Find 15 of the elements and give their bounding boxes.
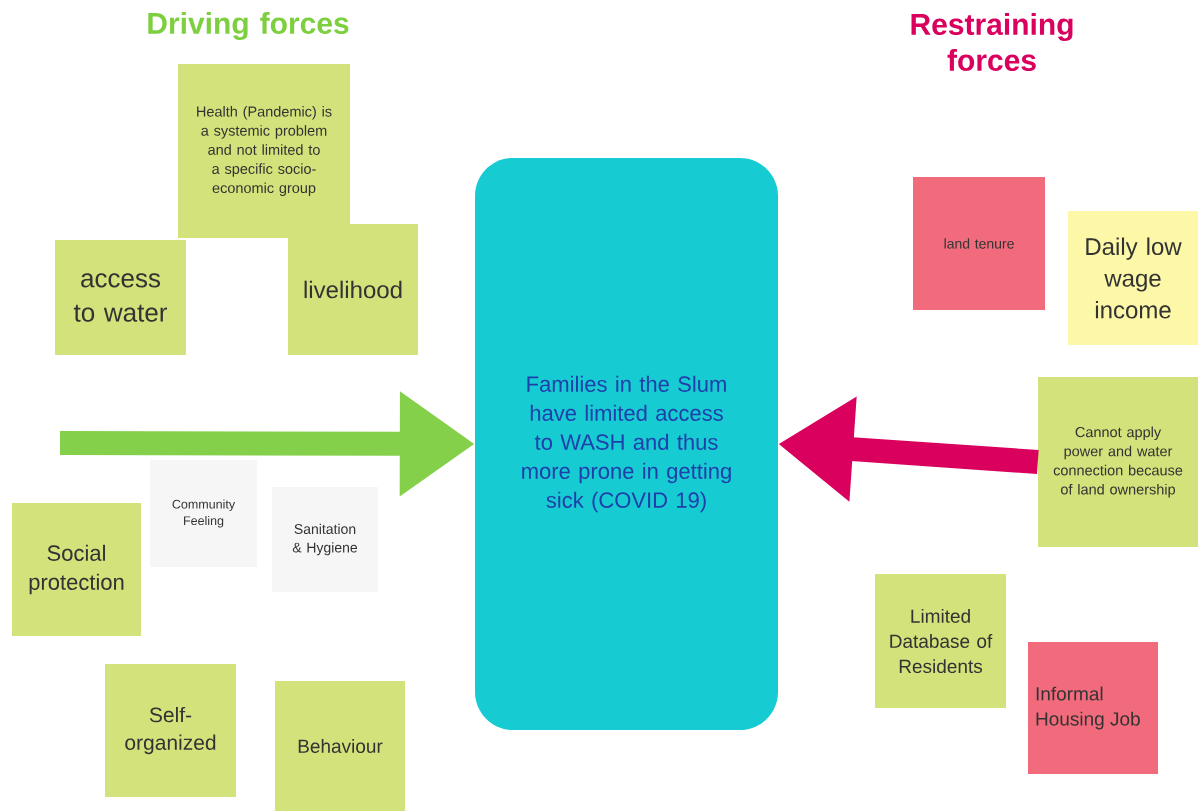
sticky-note: Limited Database of Residents [875,574,1006,708]
sticky-note: Self-organized [105,664,236,797]
sticky-note: Cannot apply power and water connection because of land ownership [1038,377,1198,547]
sticky-note: Informal Housing Job [1028,642,1158,774]
sticky-note: land tenure [913,177,1045,310]
sticky-note: Behaviour [275,681,405,811]
sticky-note: livelihood [288,224,418,355]
sticky-note: access to water [55,240,186,355]
sticky-note: Social protection [12,503,141,636]
sticky-note: Community Feeling [150,460,257,567]
sticky-note: Health (Pandemic) is a systemic problem and not limited to a specific socio-economic group [178,64,350,238]
heading: Restraining forces [911,13,1073,71]
sticky-note: Daily low wage income [1068,211,1198,345]
sticky-note: Sanitation & Hygiene [272,487,378,592]
problem-box: Families in the Slum have limited access to WASH and thus more prone in getting sick (COVID 19) [475,158,778,730]
